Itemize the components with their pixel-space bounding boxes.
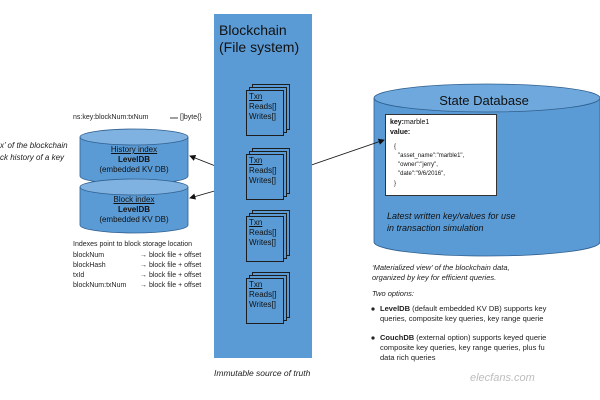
- watermark: elecfans.com: [470, 372, 535, 384]
- block-index-row-key-0: blockNum: [73, 252, 105, 259]
- option-couchdb-desc: (external option) supports keyed querie: [414, 333, 547, 342]
- txn-stack-1-txn: Txn: [249, 92, 263, 101]
- kv-line-asset: "asset_name":"marble1",: [398, 153, 465, 159]
- kv-open-brace: {: [394, 144, 397, 150]
- bullet-couchdb: [371, 336, 375, 340]
- blockchain-title: Blockchain (File system): [219, 22, 315, 56]
- blockchain-caption: Immutable source of truth: [214, 368, 311, 378]
- kv-key-label: key:: [390, 119, 405, 126]
- kv-value-label: value:: [390, 129, 411, 136]
- state-database-title: State Database: [439, 93, 529, 108]
- block-index-row-value-3: → block file + offset: [140, 282, 202, 289]
- history-index-cylinder: [79, 128, 189, 185]
- kv-key-line: key:marble1: [390, 119, 429, 127]
- left-note-line1: x’ of the blockchain: [0, 141, 68, 150]
- txn-stack-2-writes: Writes[]: [249, 176, 276, 185]
- txn-stack-2-txn: Txn: [249, 156, 263, 165]
- block-index-row-key-2: txId: [73, 272, 85, 279]
- txn-stack-1-page-front: [246, 90, 284, 136]
- txn-stack-4-writes: Writes[]: [249, 300, 276, 309]
- history-index-label: History index LevelDB (embedded KV DB): [82, 145, 186, 175]
- history-value-format: []byte{}: [180, 114, 202, 121]
- kv-key-value: marble1: [404, 119, 430, 126]
- option-leveldb: LevelDB (default embedded KV DB) support…: [380, 304, 546, 314]
- txn-stack-4-txn: Txn: [249, 280, 263, 289]
- kv-close-brace: }: [394, 181, 397, 187]
- two-options: Two options:: [372, 289, 414, 298]
- blockchain-title-line2: (File system): [219, 39, 300, 55]
- option-couchdb-line2: composite key queries, key range queries…: [380, 343, 545, 352]
- bullet-leveldb: [371, 307, 375, 311]
- block-index-db: LevelDB: [117, 205, 150, 214]
- block-index-label: Block index LevelDB (embedded KV DB): [82, 195, 186, 225]
- history-index-type: (embedded KV DB): [99, 165, 169, 174]
- history-index-title: History index: [110, 145, 158, 154]
- txn-stack-3-reads: Reads[]: [249, 228, 277, 237]
- history-index-db: LevelDB: [117, 155, 150, 164]
- block-index-row-value-1: → block file + offset: [140, 262, 202, 269]
- left-note-line2: ck history of a key: [0, 153, 65, 162]
- txn-stack-1-label: Txn Reads[] Writes[]: [249, 92, 277, 122]
- txn-stack-4-reads: Reads[]: [249, 290, 277, 299]
- txn-stack-2-page-front: [246, 154, 284, 200]
- txn-stack-3-txn: Txn: [249, 218, 263, 227]
- block-index-row-value-0: → block file + offset: [140, 252, 202, 259]
- block-index-row-key-3: blockNum:txNum: [73, 282, 127, 289]
- txn-stack-2-label: Txn Reads[] Writes[]: [249, 156, 277, 186]
- option-leveldb-name: LevelDB: [380, 304, 411, 313]
- block-index-type: (embedded KV DB): [99, 215, 169, 224]
- state-latest-line2: in transaction simulation: [387, 223, 484, 233]
- mv-line2: organized by key for efficient queries.: [372, 273, 497, 282]
- state-latest-line1: Latest written key/values for use: [387, 211, 516, 221]
- state-kv-box: key:marble1 value: { "asset_name":"marbl…: [385, 114, 497, 196]
- option-leveldb-line2: queries, composite key queries, key rang…: [380, 314, 544, 323]
- option-couchdb: CouchDB (external option) supports keyed…: [380, 333, 546, 343]
- txn-stack-1-writes: Writes[]: [249, 112, 276, 121]
- block-index-row-value-2: → block file + offset: [140, 272, 202, 279]
- block-index-title: Block index: [113, 195, 155, 204]
- option-couchdb-name: CouchDB: [380, 333, 415, 342]
- txn-stack-3-page-front: [246, 216, 284, 262]
- block-index-row-key-1: blockHash: [73, 262, 106, 269]
- block-index-note: Indexes point to block storage location: [73, 241, 193, 248]
- option-couchdb-line3: data rich queries: [380, 353, 436, 362]
- txn-stack-2-reads: Reads[]: [249, 166, 277, 175]
- option-leveldb-desc: (default embedded KV DB) supports key: [410, 304, 547, 313]
- blockchain-title-line1: Blockchain: [219, 22, 287, 38]
- txn-stack-3-label: Txn Reads[] Writes[]: [249, 218, 277, 248]
- txn-stack-4-page-front: [246, 278, 284, 324]
- block-index-cylinder: [79, 178, 189, 234]
- state-latest-text: Latest written key/values for use in tra…: [387, 210, 587, 234]
- kv-line-date: "date":"9/6/2016",: [398, 171, 445, 177]
- history-key-format: ns:key:blockNum:txNum: [73, 114, 149, 121]
- txn-stack-1-reads: Reads[]: [249, 102, 277, 111]
- txn-stack-3-writes: Writes[]: [249, 238, 276, 247]
- mv-line1: ‘Materialized view’ of the blockchain da…: [372, 263, 510, 272]
- kv-line-owner: "owner":"jerry",: [398, 162, 438, 168]
- txn-stack-4-label: Txn Reads[] Writes[]: [249, 280, 277, 310]
